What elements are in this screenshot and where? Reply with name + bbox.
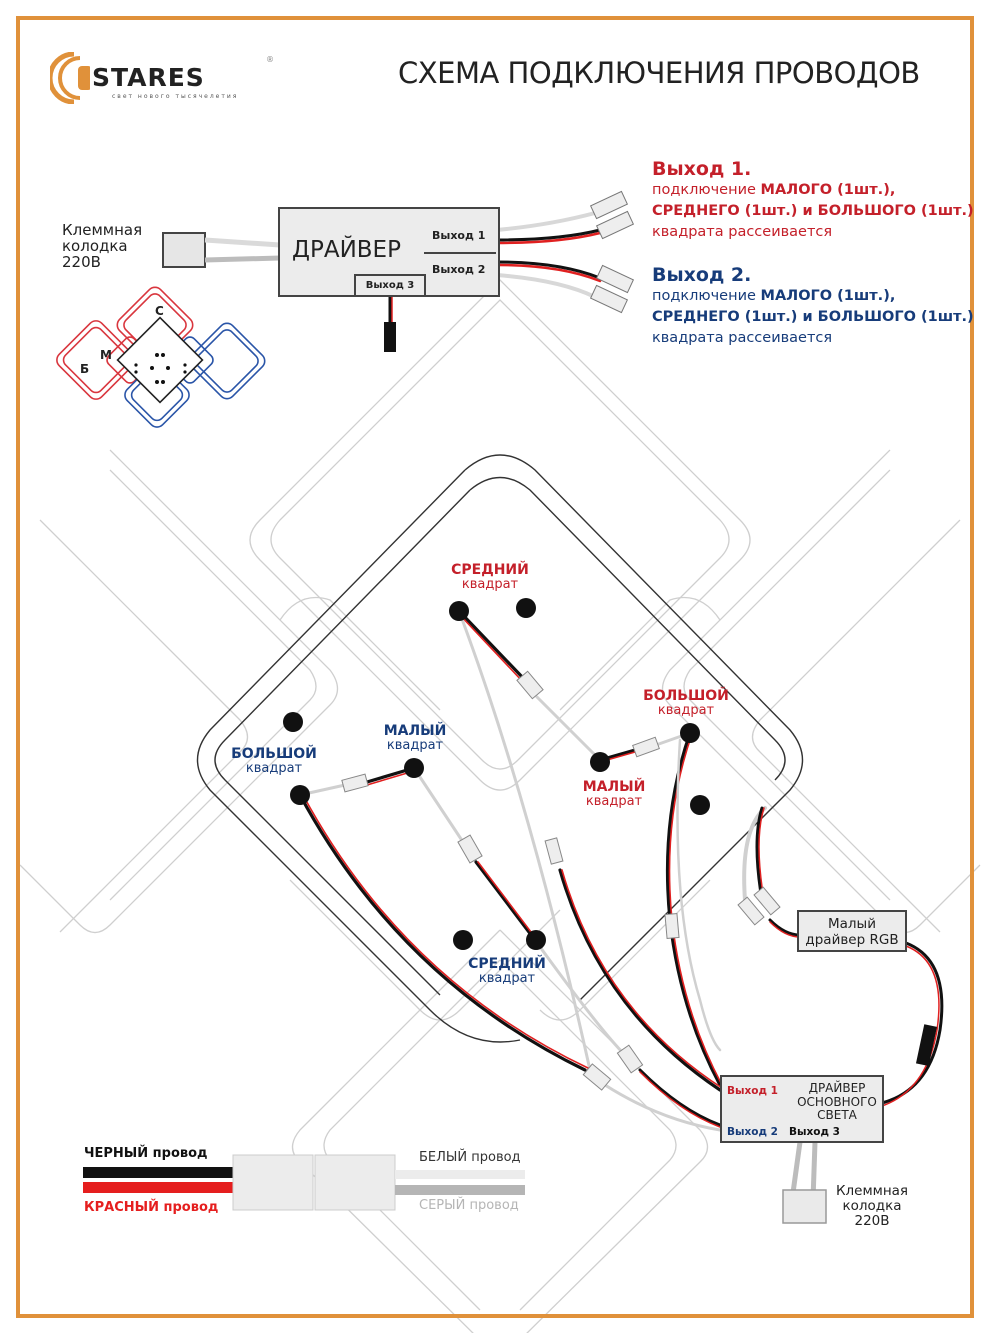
main-driver-output3: Выход 3 [789, 1126, 840, 1138]
output2-legend: Выход 2. подключение МАЛОГО (1шт.), СРЕД… [652, 264, 974, 349]
legend-red-wire [83, 1182, 233, 1193]
output3-plug [384, 322, 396, 352]
legend-text-bold: СРЕДНЕГО (1шт.) и БОЛЬШОГО (1шт.) [652, 203, 974, 219]
page-frame [16, 16, 974, 1318]
square-title: БОЛЬШОЙ [643, 688, 729, 704]
power-wire-white [204, 237, 281, 248]
main-driver-output1: Выход 1 [727, 1085, 778, 1097]
bottom-terminal-label: Клеммная колодка 220В [832, 1184, 912, 1229]
label-line: колодка [842, 1198, 902, 1214]
label-line: Клеммная [62, 221, 143, 239]
top-driver-output2: Выход 2 [432, 263, 486, 276]
main-driver-box: Выход 1 Выход 2 Выход 3 ДРАЙВЕР ОСНОВНОГ… [720, 1075, 884, 1143]
label-line: драйвер RGB [805, 932, 899, 948]
inline-connectors [341, 670, 781, 1091]
square-label-blue-large: БОЛЬШОЙ квадрат [224, 747, 324, 776]
label-line: Клеммная [835, 1183, 909, 1199]
legend-red-label: КРАСНЫЙ провод [84, 1200, 219, 1215]
square-label-red-small: МАЛЫЙ квадрат [564, 780, 664, 809]
legend-text: подключение [652, 288, 761, 304]
page-title: СХЕМА ПОДКЛЮЧЕНИЯ ПРОВОДОВ [398, 56, 920, 90]
square-sub: квадрат [461, 577, 519, 592]
top-connectors [589, 190, 635, 314]
top-driver-label: ДРАЙВЕР [292, 237, 401, 263]
brand-logo-icon [50, 52, 90, 104]
square-sub: квадрат [657, 703, 715, 718]
legend-text: квадрата рассеивается [652, 330, 833, 346]
square-sub: квадрат [478, 971, 536, 986]
legend-gray-label: СЕРЫЙ провод [419, 1198, 519, 1213]
led-mount-points [283, 598, 710, 950]
label-line: ОСНОВНОГО [797, 1094, 877, 1109]
mini-map [56, 286, 266, 428]
square-sub: квадрат [585, 794, 643, 809]
bottom-terminal-block [782, 1189, 827, 1224]
square-title: МАЛЫЙ [383, 723, 447, 739]
legend-gray-wire [395, 1185, 525, 1195]
brand-registered-mark: ® [266, 55, 274, 64]
square-title: БОЛЬШОЙ [231, 746, 317, 762]
legend-text: квадрата рассеивается [652, 224, 833, 240]
label-line: 220В [62, 253, 101, 271]
central-luminaire-body [196, 454, 804, 1043]
legend-white-label: БЕЛЫЙ провод [419, 1150, 521, 1165]
output1-legend: Выход 1. подключение МАЛОГО (1шт.), СРЕД… [652, 158, 974, 243]
legend-text-bold: МАЛОГО (1шт.), [760, 182, 896, 198]
top-driver-box: ДРАЙВЕР Выход 1 Выход 2 Выход 3 [278, 207, 500, 297]
square-label-blue-small: МАЛЫЙ квадрат [365, 724, 465, 753]
label-line: ДРАЙВЕР [808, 1081, 866, 1095]
label-line: Малый [828, 916, 876, 932]
legend-text-bold: СРЕДНЕГО (1шт.) и БОЛЬШОГО (1шт.) [652, 309, 974, 325]
top-driver-output3: Выход 3 [354, 274, 426, 297]
top-driver-output-wires [495, 211, 602, 299]
square-sub: квадрат [245, 761, 303, 776]
brand-tagline: свет нового тысячелетия [112, 93, 239, 100]
legend-connector-left [232, 1154, 314, 1211]
square-label-red-large: БОЛЬШОЙ квадрат [636, 689, 736, 718]
legend-connector-right [314, 1154, 396, 1211]
brand-name: ESTARES [82, 63, 205, 92]
background-luminaire-outline [19, 279, 981, 1333]
legend-black-label: ЧЕРНЫЙ провод [84, 1146, 208, 1161]
legend-white-wire [395, 1170, 525, 1179]
label-line: 220В [854, 1213, 890, 1229]
output1-heading: Выход 1. [652, 158, 752, 180]
mini-map-small-label: М [100, 348, 112, 362]
main-driver-label: ДРАЙВЕР ОСНОВНОГО СВЕТА [794, 1081, 880, 1123]
mini-map-large-label: Б [80, 362, 90, 376]
square-title: СРЕДНИЙ [451, 562, 529, 578]
main-driver-output2: Выход 2 [727, 1126, 778, 1138]
rgb-driver-box: Малый драйвер RGB [797, 910, 907, 952]
label-line: СВЕТА [817, 1108, 857, 1122]
label-line: колодка [62, 237, 128, 255]
rgb-inline-plug [915, 1024, 938, 1067]
square-label-blue-medium: СРЕДНИЙ квадрат [457, 957, 557, 986]
brand-name-text: STARES [92, 63, 205, 92]
square-title: МАЛЫЙ [582, 779, 646, 795]
legend-black-wire [83, 1167, 233, 1178]
power-wire-gray [204, 255, 281, 263]
legend-text: подключение [652, 182, 761, 198]
divider [424, 252, 496, 254]
square-label-red-medium: СРЕДНИЙ квадрат [440, 563, 540, 592]
output2-heading: Выход 2. [652, 264, 752, 286]
top-driver-output1: Выход 1 [432, 229, 486, 242]
square-sub: квадрат [386, 738, 444, 753]
top-terminal-block [162, 232, 206, 268]
legend-text-bold: МАЛОГО (1шт.), [760, 288, 896, 304]
top-terminal-label: Клеммная колодка 220В [62, 222, 142, 270]
square-title: СРЕДНИЙ [468, 956, 546, 972]
mini-map-medium-label: С [155, 304, 164, 318]
